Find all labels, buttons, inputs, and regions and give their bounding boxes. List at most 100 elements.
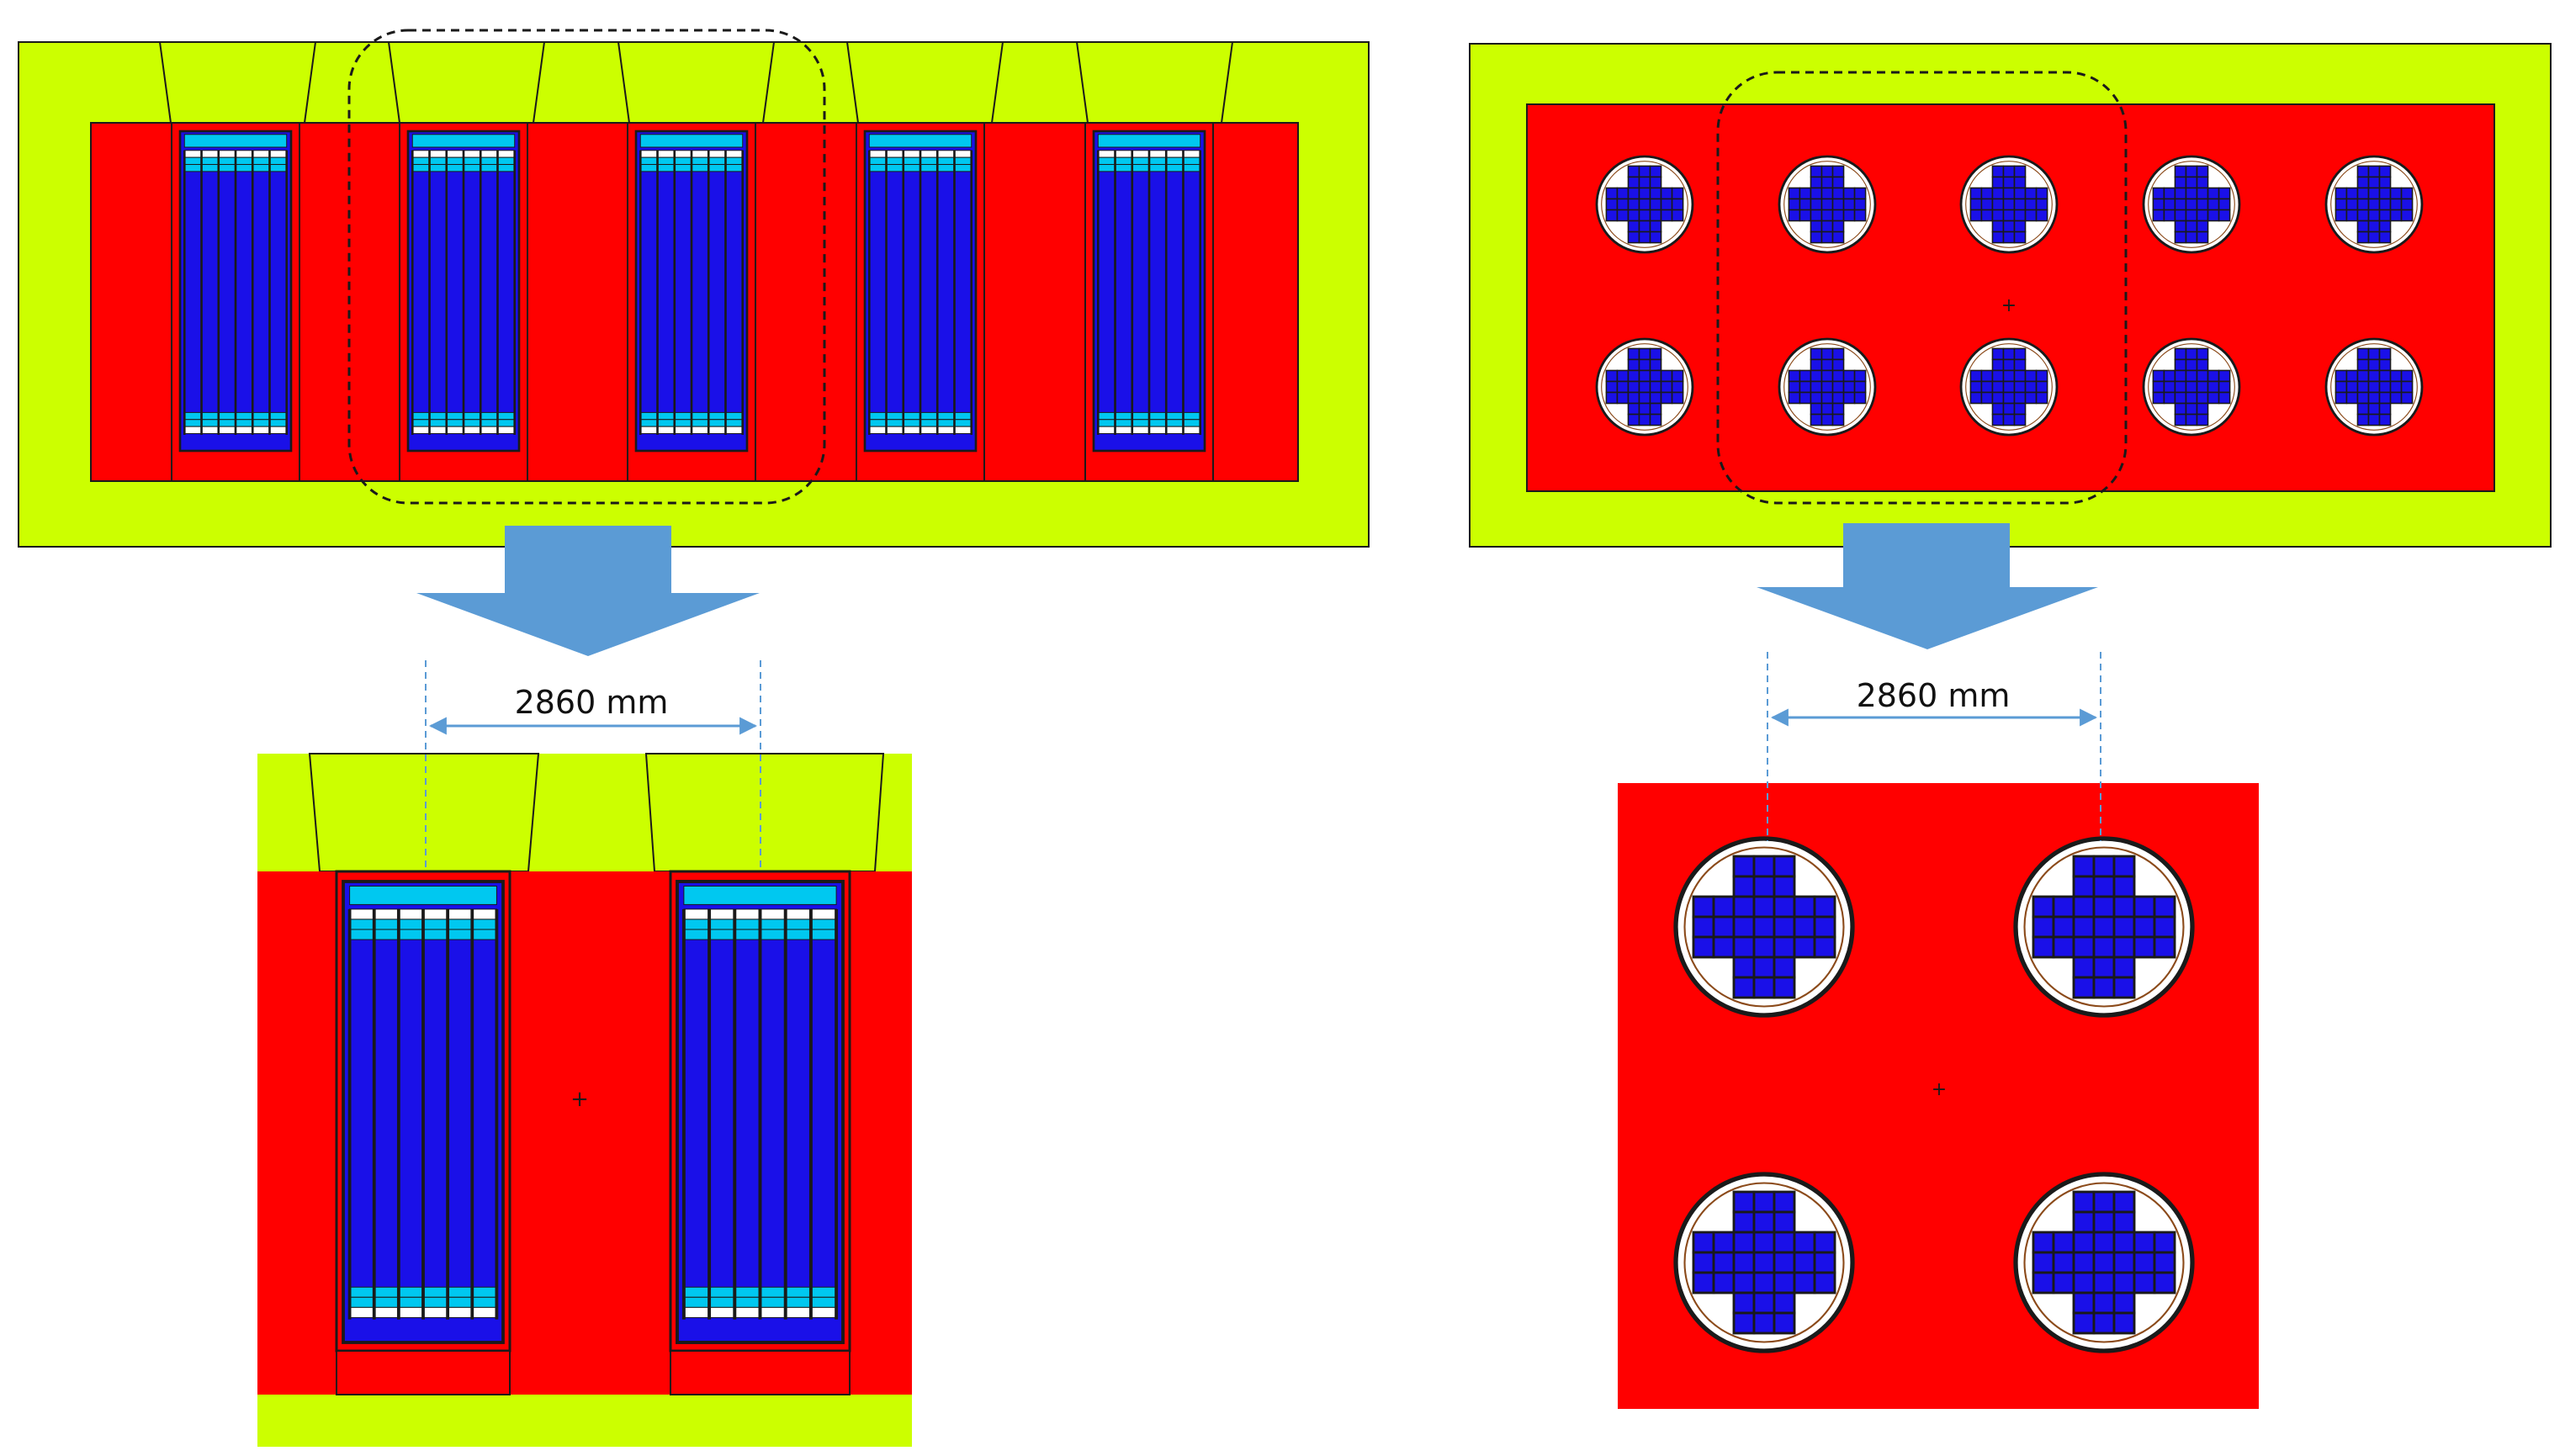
fuel-assembly <box>2072 915 2096 939</box>
fuel-assembly <box>2112 976 2136 999</box>
fuel-assembly <box>1616 391 1630 405</box>
fuel-assembly <box>2024 209 2038 222</box>
fuel-assembly <box>2185 347 2198 361</box>
fuel-assembly <box>2092 1271 2116 1295</box>
fuel-assembly <box>2035 198 2048 211</box>
fuel-assembly <box>2196 209 2209 222</box>
fuel-assembly <box>2163 209 2176 222</box>
fuel-assembly <box>1692 915 1715 939</box>
fuel-assembly <box>2345 391 2359 405</box>
fuel-assembly <box>1638 380 1651 394</box>
cask-lid <box>1075 41 1234 124</box>
fuel-assembly <box>1991 176 2005 189</box>
fuel-assembly <box>1627 380 1640 394</box>
top-view-zoomed: + <box>1618 783 2259 1409</box>
fuel-assembly <box>2092 976 2116 999</box>
fuel-assembly <box>1980 209 1994 222</box>
fuel-assembly <box>1773 1251 1796 1274</box>
fuel-assembly <box>2174 198 2187 211</box>
fuel-assembly <box>2185 230 2198 244</box>
fuel-assembly <box>1605 380 1619 394</box>
fuel-assembly <box>2389 209 2403 222</box>
zoom-side-cask <box>342 880 505 1344</box>
fuel-assembly <box>1799 187 1812 200</box>
fuel-assembly <box>1831 187 1845 200</box>
fuel-assembly <box>2013 391 2027 405</box>
fuel-assembly <box>2196 413 2209 426</box>
fuel-assembly <box>2174 165 2187 178</box>
fuel-assembly <box>1810 413 1823 426</box>
cask-top-plenum <box>868 134 972 148</box>
fuel-assembly <box>1793 1271 1816 1295</box>
fuel-assembly <box>1638 198 1651 211</box>
fuel-assembly <box>1820 198 1834 211</box>
fuel-assembly <box>2378 209 2392 222</box>
fuel-assembly <box>1732 1190 1756 1214</box>
fuel-assembly <box>2013 413 2027 426</box>
fuel-assembly <box>2153 895 2176 919</box>
fuel-assembly <box>1831 220 1845 233</box>
fuel-assembly <box>2400 198 2414 211</box>
fuel-assembly <box>1788 380 1801 394</box>
fuel-assembly <box>2174 380 2187 394</box>
center-mark: + <box>570 1087 589 1112</box>
fuel-assembly <box>2185 165 2198 178</box>
fuel-assembly <box>1853 209 1867 222</box>
fuel-assembly <box>2356 402 2370 416</box>
fuel-assembly <box>1616 380 1630 394</box>
fuel-assembly <box>2378 413 2392 426</box>
fuel-assembly <box>1638 369 1651 383</box>
fuel-assembly <box>1810 198 1823 211</box>
fuel-assembly <box>2092 1251 2116 1274</box>
fuel-assembly <box>1810 187 1823 200</box>
fuel-assembly <box>2013 230 2027 244</box>
fuel-assembly <box>2052 895 2075 919</box>
fuel-assembly <box>1991 220 2005 233</box>
fuel-assembly <box>2378 402 2392 416</box>
fuel-assembly <box>2152 187 2165 200</box>
fuel-assembly <box>1810 209 1823 222</box>
fuel-assembly <box>2013 165 2027 178</box>
fuel-assembly <box>2356 165 2370 178</box>
fuel-assembly <box>2356 209 2370 222</box>
fuel-assembly <box>2367 220 2381 233</box>
fuel-assembly <box>1649 402 1662 416</box>
fuel-assembly <box>1788 198 1801 211</box>
fuel-assembly <box>1810 391 1823 405</box>
fuel-assembly <box>1649 391 1662 405</box>
fuel-assembly <box>2389 380 2403 394</box>
fuel-assembly <box>1820 380 1834 394</box>
fuel-assembly <box>1732 1251 1756 1274</box>
fuel-assembly <box>1969 198 1983 211</box>
fuel-assembly <box>1712 1231 1736 1254</box>
fuel-assembly <box>2400 187 2414 200</box>
fuel-assembly <box>1732 1311 1756 1335</box>
fuel-assembly <box>1638 176 1651 189</box>
fuel-assembly <box>1627 413 1640 426</box>
fuel-assembly <box>1671 209 1684 222</box>
fuel-assembly <box>2196 402 2209 416</box>
fuel-assembly <box>1788 187 1801 200</box>
fuel-assembly <box>2112 1190 2136 1214</box>
fuel-assembly <box>2218 380 2231 394</box>
fuel-assembly <box>2174 209 2187 222</box>
fuel-assembly <box>2378 391 2392 405</box>
fuel-assembly <box>2174 176 2187 189</box>
fuel-assembly <box>2024 369 2038 383</box>
fuel-assembly <box>2218 198 2231 211</box>
center-mark: + <box>1932 1079 1947 1100</box>
fuel-assembly <box>2196 198 2209 211</box>
fuel-assembly <box>1969 187 1983 200</box>
fuel-assembly <box>2334 380 2348 394</box>
top-cask <box>2324 337 2424 437</box>
fuel-assembly <box>1692 1251 1715 1274</box>
fuel-assembly <box>2153 1231 2176 1254</box>
fuel-assembly <box>2207 369 2220 383</box>
fuel-assembly <box>2092 1231 2116 1254</box>
fuel-assembly <box>2002 165 2016 178</box>
fuel-assembly <box>1991 402 2005 416</box>
fuel-assembly <box>1831 230 1845 244</box>
fuel-assembly <box>1692 1271 1715 1295</box>
zoom-side-cask <box>676 880 845 1344</box>
fuel-assembly <box>2112 915 2136 939</box>
